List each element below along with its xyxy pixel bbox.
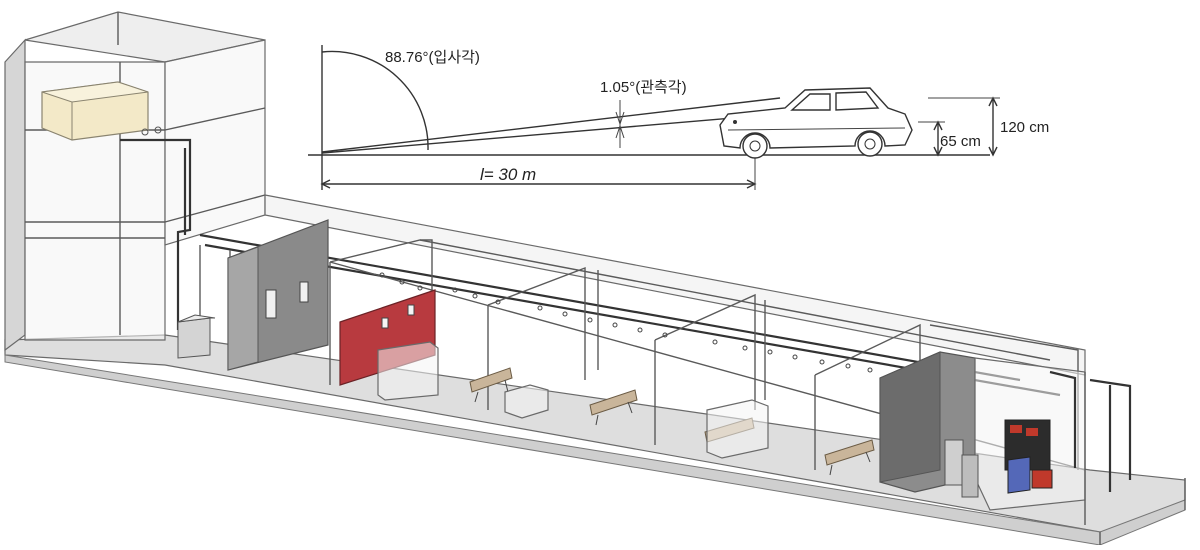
car-rear-wheel: [857, 131, 883, 157]
glass-enclosure-2: [504, 384, 549, 419]
end-posts: [1084, 372, 1186, 545]
equipment-cabinet-left: [177, 314, 216, 359]
tower-floor-2b: [164, 194, 266, 223]
headlamp-ray: [321, 97, 781, 153]
partition-window: [265, 289, 277, 319]
ray-tip-arrow: [615, 111, 625, 139]
monitor-screen: [1007, 456, 1031, 494]
car-front-wheel: [742, 133, 768, 159]
tower-floor-1b: [164, 107, 266, 131]
tower-pipe: [120, 138, 192, 330]
facility-3d: [4, 11, 1186, 546]
height-65-label: 65 cm: [940, 133, 981, 150]
projector-box: [41, 81, 162, 141]
height-120-label: 120 cm: [1000, 119, 1049, 136]
distance-label: l= 30 m: [480, 165, 536, 184]
tower-left-face: [4, 38, 26, 352]
end-room-equipment: [944, 370, 1132, 498]
incidence-angle-arc: [321, 50, 429, 151]
car-outline: [719, 87, 913, 159]
tower-right: [164, 39, 266, 246]
glass-enclosure-3: [706, 399, 769, 459]
incidence-angle-label: 88.76°(입사각): [385, 49, 480, 66]
observation-angle-label: 1.05°(관측각): [600, 79, 687, 96]
geometry-schematic: 88.76°(입사각) 1.05°(관측각) l= 30 m 120 cm 65…: [308, 45, 1049, 190]
observer-ray: [321, 113, 781, 154]
glass-enclosure-1: [377, 341, 439, 401]
